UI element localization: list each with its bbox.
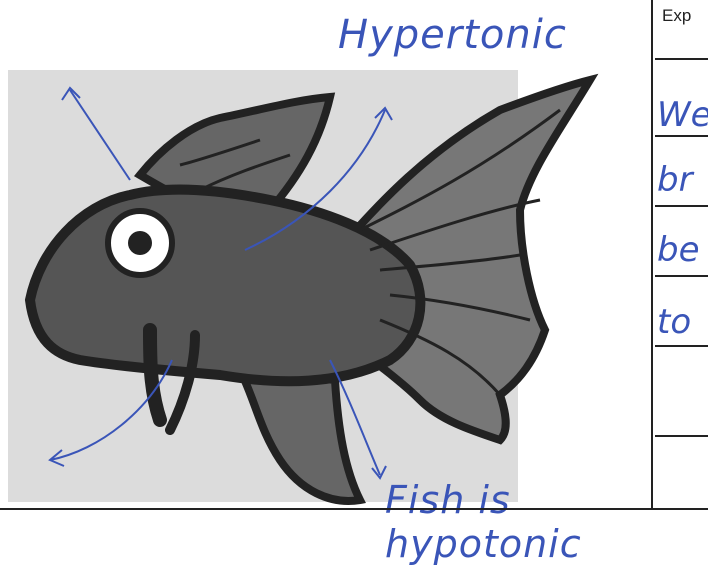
answer-line xyxy=(655,435,708,437)
answer-word-2: br xyxy=(657,160,693,200)
answer-word-3: be xyxy=(657,230,700,270)
answer-word-1: We xyxy=(657,95,708,135)
answer-line xyxy=(655,135,708,137)
column-divider xyxy=(651,0,653,510)
handwritten-fish-hypotonic: Fish is hypotonic xyxy=(385,478,708,566)
answer-word-4: to xyxy=(657,302,691,342)
answer-line xyxy=(655,345,708,347)
answer-line xyxy=(655,58,708,60)
answer-line xyxy=(655,205,708,207)
fish-drawing xyxy=(0,0,650,535)
handwritten-hypertonic: Hypertonic xyxy=(338,12,567,58)
bottom-divider xyxy=(0,508,708,510)
answer-line xyxy=(655,275,708,277)
explain-label: Exp xyxy=(662,6,691,26)
pelvic-fin xyxy=(240,370,360,501)
